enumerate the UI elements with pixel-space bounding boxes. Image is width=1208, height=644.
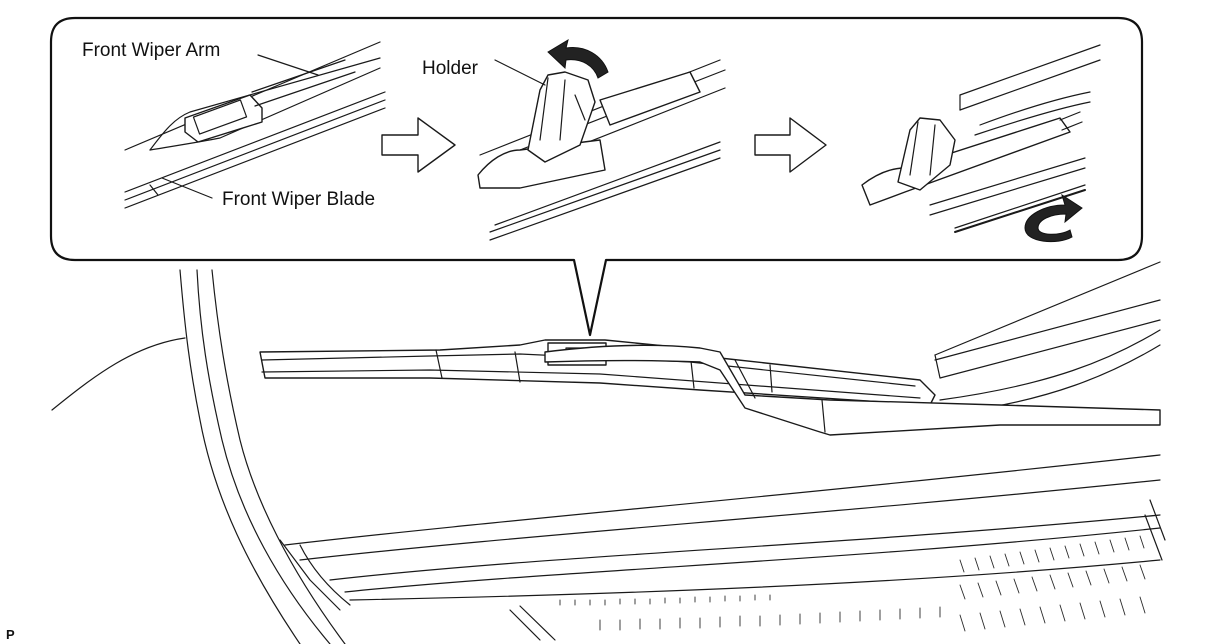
- cowl-grille: [559, 535, 1146, 632]
- step-arrow-icon: [754, 117, 827, 173]
- slide-arrow-icon: [1024, 193, 1083, 243]
- page-mark: P: [6, 627, 15, 642]
- front-wiper-blade-label: Front Wiper Blade: [222, 189, 375, 210]
- detail-callout: [49, 16, 1144, 337]
- holder-label: Holder: [422, 58, 479, 79]
- step-arrow-icon: [381, 117, 456, 173]
- panel-2-holder-lifted: [477, 59, 726, 241]
- panel-1-arm-and-blade: [124, 41, 386, 209]
- vehicle-scene: [51, 261, 1166, 644]
- front-wiper-arm-label: Front Wiper Arm: [82, 40, 220, 61]
- panel-3-blade-slide: [861, 44, 1101, 233]
- rotate-arrow-icon: [547, 38, 609, 79]
- front-wiper-assembly: [259, 339, 1161, 436]
